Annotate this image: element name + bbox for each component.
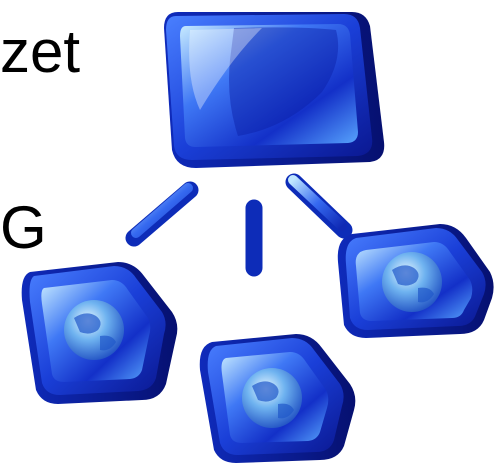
globe-node-left bbox=[21, 262, 178, 404]
text-fragment-top: zet bbox=[0, 18, 81, 85]
connector-right bbox=[285, 173, 353, 239]
connector-left bbox=[125, 181, 199, 247]
connector-center bbox=[245, 199, 263, 277]
text-fragment-middle: G bbox=[0, 194, 47, 261]
globe-node-center bbox=[199, 334, 356, 463]
server-node bbox=[164, 12, 385, 168]
globe-node-right bbox=[337, 224, 494, 338]
